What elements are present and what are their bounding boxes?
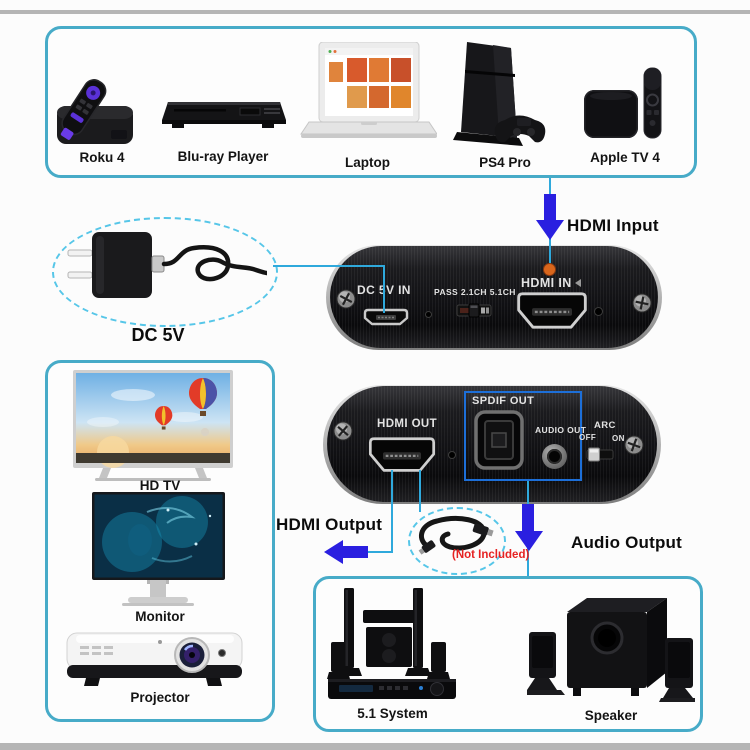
connector-dc-horizontal <box>273 265 385 267</box>
hdmi-output-flow-label: HDMI Output <box>276 515 383 534</box>
hdmi-in-port <box>517 292 587 329</box>
arc-switch <box>586 447 614 462</box>
hdmi-in-marker-dot <box>544 264 555 275</box>
photo-edge-bottom <box>0 743 750 750</box>
ps4-controller <box>494 115 546 143</box>
arc-label: ARC <box>594 420 616 431</box>
hdmi-in-label: HDMI IN <box>521 276 572 290</box>
projector-label: Projector <box>130 690 190 705</box>
hdmi-input-arrowhead-icon <box>536 220 564 240</box>
hdmi-cable-ellipse <box>408 507 506 575</box>
ps4-pro-image <box>453 42 546 146</box>
audio-output-arrowhead-icon <box>515 531 543 551</box>
hdtv-label: HD TV <box>139 478 181 493</box>
screw-icon <box>336 289 356 309</box>
micro-usb-port <box>363 308 409 326</box>
hdmi-output-arrowhead-icon <box>324 540 343 564</box>
connector-to-cable <box>419 470 421 512</box>
monitor-label: Monitor <box>135 609 185 624</box>
extractor-front-panel <box>330 246 658 348</box>
led-hole <box>595 308 602 315</box>
hdmi-input-flow-label: HDMI Input <box>567 216 659 235</box>
audio-out-label: AUDIO OUT <box>535 425 587 435</box>
audio-output-flow-label: Audio Output <box>571 533 682 552</box>
hdmi-input-arrow-icon <box>544 194 556 221</box>
hdmi-out-label: HDMI OUT <box>377 418 438 430</box>
audio-jack <box>542 444 567 469</box>
connector-hdmi-out-horizontal <box>366 551 393 553</box>
photo-edge-top <box>0 10 750 14</box>
toslink-port <box>474 410 524 470</box>
not-included-label: (Not Included) <box>452 549 530 561</box>
pass-switch-label: PASS 2.1CH 5.1CH <box>434 287 516 297</box>
hdmi-in-marker-icon <box>575 279 581 287</box>
laptop-label: Laptop <box>345 155 390 170</box>
dc-adapter-ellipse <box>52 217 278 327</box>
bluray-player-image <box>162 102 286 128</box>
roku4-image <box>57 79 133 144</box>
speaker-label: Speaker <box>584 708 638 723</box>
projector-image <box>66 632 243 686</box>
screw-icon <box>333 421 353 441</box>
hdmi-cable-image <box>418 516 494 555</box>
hdmi-output-arrow-icon <box>343 546 368 558</box>
hdtv-image <box>73 370 233 481</box>
arc-on-label: ON <box>612 434 625 443</box>
roku4-label: Roku 4 <box>79 150 125 165</box>
apple-tv-label: Apple TV 4 <box>590 150 660 165</box>
hdmi-out-port <box>368 437 436 472</box>
screw-icon <box>624 435 644 455</box>
connector-hdmi-out-vertical <box>391 470 393 553</box>
ps4-pro-label: PS4 Pro <box>479 155 531 170</box>
surround-system-image <box>327 588 456 699</box>
bluray-player-label: Blu-ray Player <box>177 149 269 164</box>
spdif-highlight-rect <box>464 391 582 481</box>
led-hole <box>426 312 431 317</box>
surround-system-label: 5.1 System <box>357 706 428 721</box>
dc5v-label: DC 5V <box>131 325 185 345</box>
pass-switch <box>456 303 492 318</box>
laptop-image <box>300 42 437 138</box>
arc-off-label: OFF <box>579 433 597 442</box>
spdif-out-label: SPDIF OUT <box>472 395 535 407</box>
connector-dc-vertical <box>383 265 385 313</box>
monitor-image <box>92 492 225 606</box>
audio-jack-hole <box>547 449 562 464</box>
led-hole <box>449 452 455 458</box>
audio-output-arrow-icon <box>522 504 534 532</box>
screw-icon <box>632 293 652 313</box>
apple-tv-image <box>584 67 662 139</box>
dc-adapter-image <box>67 232 267 298</box>
speaker-image <box>527 598 695 702</box>
